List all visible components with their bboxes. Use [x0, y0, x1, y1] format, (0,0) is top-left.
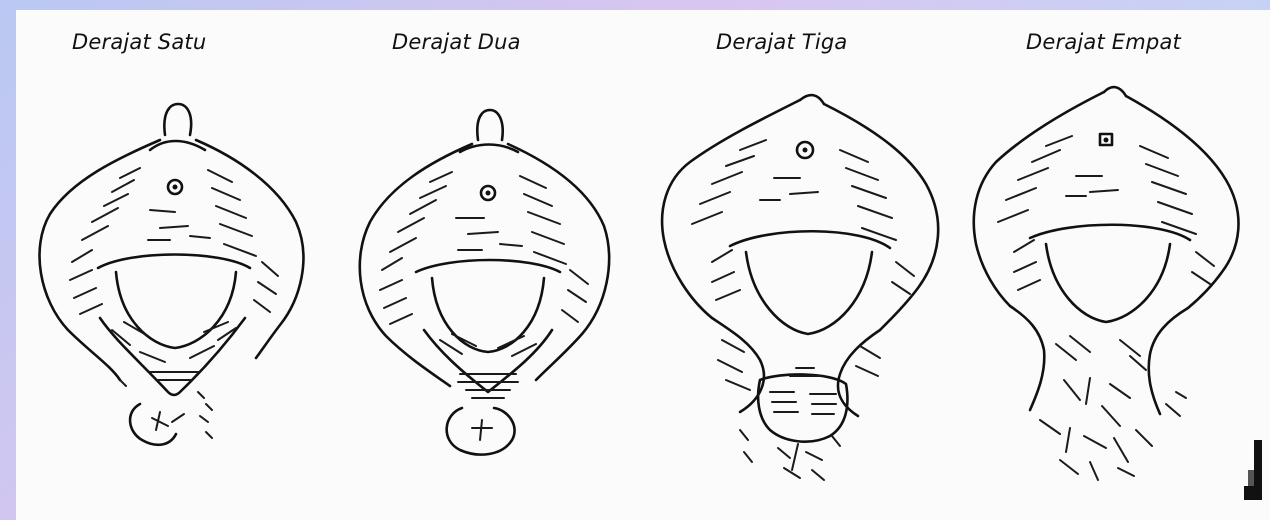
stage-2-illustration	[360, 110, 609, 455]
stage-3-illustration	[662, 95, 938, 480]
diagram-panel: Derajat Satu Derajat Dua Derajat Tiga De…	[16, 10, 1270, 520]
stage-1-illustration	[40, 104, 304, 445]
stage-4-illustration	[974, 87, 1239, 480]
corner-mark	[1244, 440, 1262, 500]
